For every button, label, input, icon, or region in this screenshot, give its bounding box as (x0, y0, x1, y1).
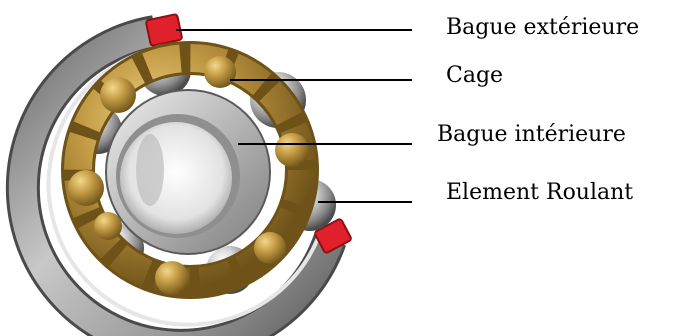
label-rolling-element: Element Roulant (446, 182, 633, 204)
label-cage: Cage (446, 65, 503, 87)
inner-ring (106, 90, 270, 254)
label-outer-ring: Bague extérieure (446, 17, 639, 39)
label-inner-ring: Bague intérieure (437, 124, 626, 146)
